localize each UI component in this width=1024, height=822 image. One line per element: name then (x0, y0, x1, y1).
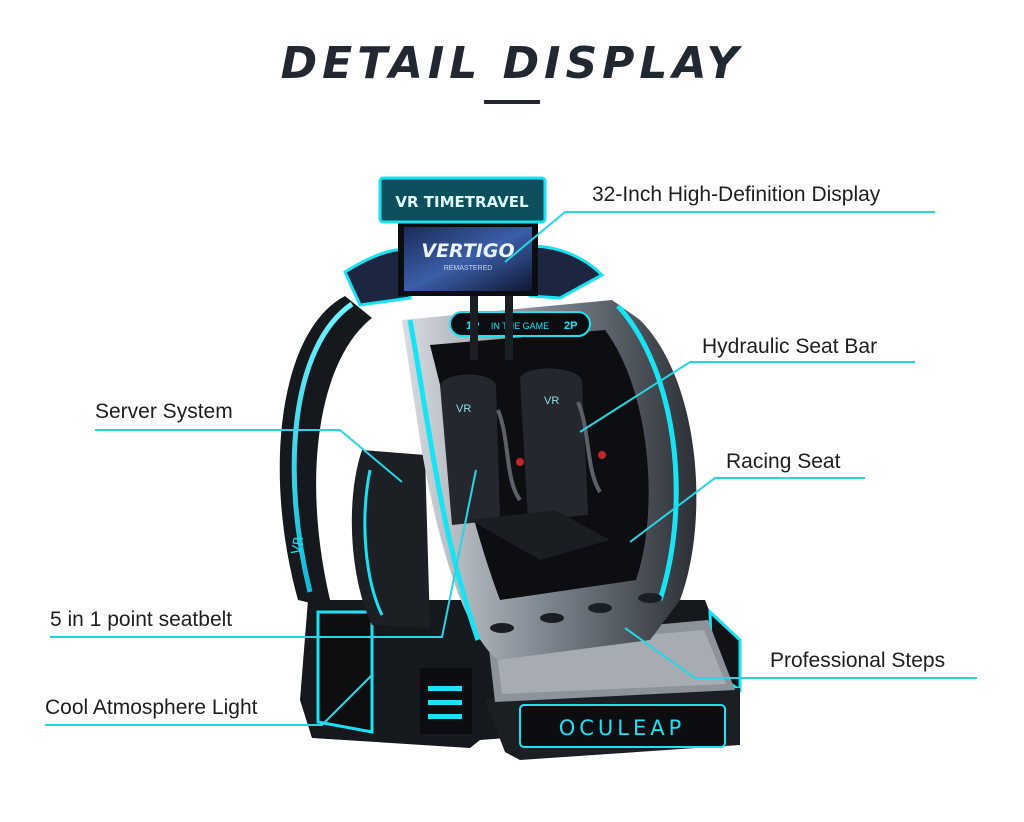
seat-vr-badge: VR (456, 403, 471, 415)
title-underline (484, 100, 540, 104)
light-leader-line (45, 674, 373, 726)
side-vr-badge: VR (289, 535, 307, 555)
screen-game-title: VERTIGO (421, 240, 514, 262)
callout-lines (45, 211, 977, 726)
sign-text: VR TIMETRAVEL (395, 193, 529, 211)
front-step: OCULEAP (485, 620, 740, 760)
brand-logo: OCULEAP (559, 716, 686, 740)
screen-game-subtitle: REMASTERED (444, 265, 493, 272)
display-tower: VERTIGO REMASTERED VR TIMETRAVEL (343, 176, 605, 360)
game-banner: IN THE GAME (491, 321, 549, 331)
seat-vr-badge: VR (544, 395, 559, 407)
callout-steps: Professional Steps (770, 649, 946, 672)
callout-seatbelt: 5 in 1 point seatbelt (50, 608, 233, 631)
atmosphere-light-bar (428, 714, 462, 719)
atmosphere-light-bar (428, 686, 462, 691)
racing-seat-leader-line (629, 477, 865, 543)
callout-light: Cool Atmosphere Light (45, 696, 258, 719)
steps-leader-line (624, 627, 977, 679)
game-screen (404, 227, 532, 291)
display-leader-line (504, 211, 935, 263)
seat-bar-leader-line (579, 361, 915, 433)
callout-seat-bar: Hydraulic Seat Bar (702, 335, 878, 358)
vr-sign (378, 176, 547, 224)
callout-server: Server System (95, 400, 233, 423)
atmosphere-light-bar (428, 700, 462, 705)
racing-seats: VR VR (440, 368, 662, 633)
left-arch: VR (279, 296, 372, 608)
player-two-badge: 2P (564, 320, 577, 332)
page-title: DETAIL DISPLAY (280, 38, 744, 89)
server-pod (351, 450, 430, 628)
callout-racing-seat: Racing Seat (726, 450, 841, 473)
callout-display: 32-Inch High-Definition Display (592, 183, 881, 206)
seatbelt-leader-line (50, 469, 477, 638)
left-pillar-light (316, 610, 374, 734)
server-leader-line (95, 429, 403, 483)
